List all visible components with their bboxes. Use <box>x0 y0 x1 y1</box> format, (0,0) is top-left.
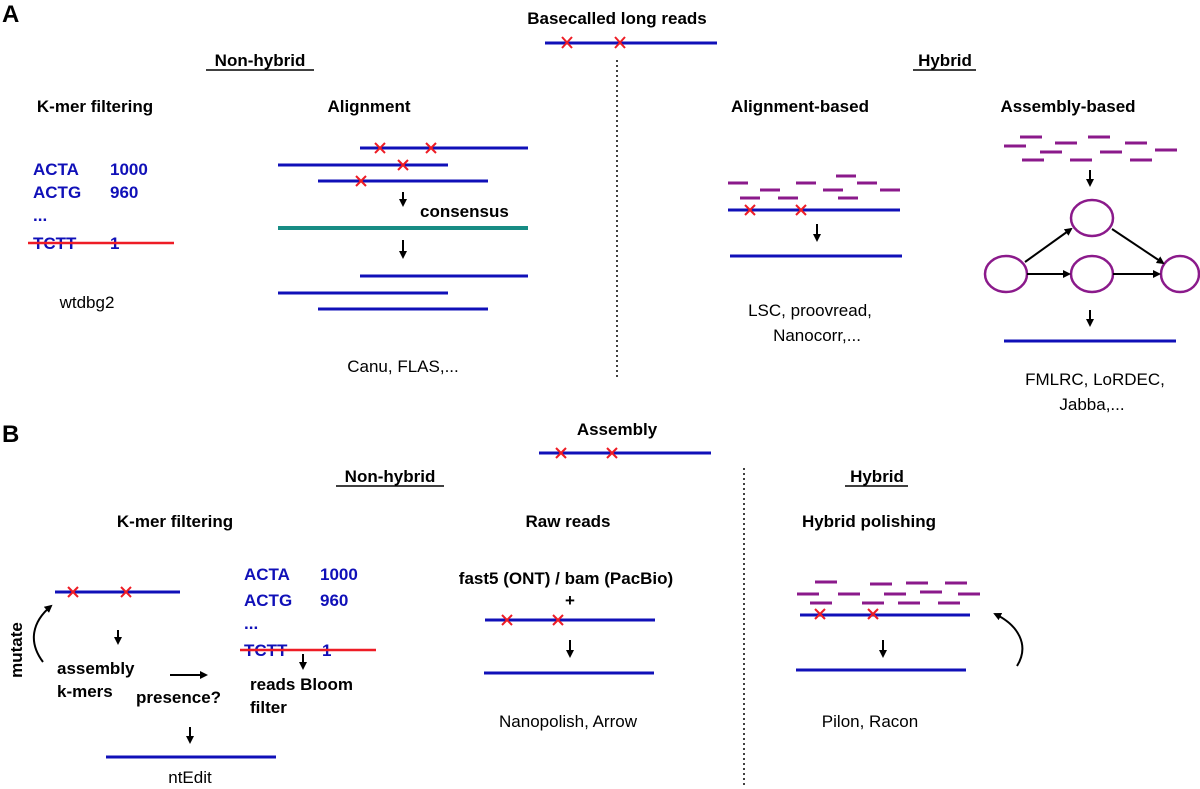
error-mark <box>552 614 564 626</box>
panel-a-alignment-heading: Alignment <box>327 97 410 116</box>
panel-b-kmer-tools: ntEdit <box>168 768 212 787</box>
curved-arrow-icon <box>993 612 1024 667</box>
error-mark <box>744 204 756 216</box>
panel-b-kmer-heading: K-mer filtering <box>117 512 233 531</box>
assembly-kmers-line2: k-mers <box>57 682 113 701</box>
error-mark <box>614 36 626 49</box>
panel-a-assembly-based-tools-line1: FMLRC, LoRDEC, <box>1025 370 1165 389</box>
error-mark <box>555 447 567 459</box>
error-mark <box>374 142 386 154</box>
panel-a-kmer-tools: wtdbg2 <box>59 293 115 312</box>
consensus-label: consensus <box>420 202 509 221</box>
panel-b-raw-reads-tools: Nanopolish, Arrow <box>499 712 638 731</box>
panel-a-non-hybrid-heading: Non-hybrid <box>215 51 306 70</box>
panel-a-input-read <box>545 36 717 49</box>
error-mark <box>67 586 79 598</box>
panel-a-alignment-based-tools-line2: Nanocorr,... <box>773 326 861 345</box>
error-mark <box>425 142 437 154</box>
kmer-count: 1000 <box>320 565 358 584</box>
panel-b-hybrid-polishing-heading: Hybrid polishing <box>802 512 936 531</box>
assembly-read <box>55 586 180 598</box>
plus-label: + <box>565 591 575 610</box>
graph-node <box>1069 254 1115 294</box>
panel-a-assembly-based-tools-line2: Jabba,... <box>1059 395 1124 414</box>
error-mark <box>120 586 132 598</box>
graph-edge <box>1111 228 1165 265</box>
panel-a-kmer-heading: K-mer filtering <box>37 97 153 116</box>
kmer-seq: ACTA <box>244 565 290 584</box>
short-reads <box>1004 135 1177 162</box>
raw-reads-formats: fast5 (ONT) / bam (PacBio) <box>459 569 673 588</box>
presence-label: presence? <box>136 688 221 707</box>
panel-b-raw-reads-heading: Raw reads <box>525 512 610 531</box>
kmer-seq: ACTG <box>244 591 292 610</box>
panel-b-hybrid-heading: Hybrid <box>850 467 904 486</box>
kmer-seq: ACTA <box>33 160 79 179</box>
graph-node <box>983 254 1029 294</box>
panel-b-title: Assembly <box>577 420 658 439</box>
panel-b-non-hybrid-heading: Non-hybrid <box>345 467 436 486</box>
error-mark <box>355 175 367 187</box>
assembly-kmers-line1: assembly <box>57 659 135 678</box>
panel-b-input-assembly <box>539 447 711 459</box>
error-mark <box>501 614 513 626</box>
error-mark <box>795 204 807 216</box>
error-mark <box>867 608 879 620</box>
panel-a-alignment-based-tools-line1: LSC, proovread, <box>748 301 872 320</box>
error-mark <box>606 447 618 459</box>
panel-a-alignment-tools: Canu, FLAS,... <box>347 357 459 376</box>
graph-node <box>1069 198 1115 238</box>
curved-arrow-icon <box>32 604 53 663</box>
mutate-label: mutate <box>7 622 26 678</box>
panel-a-assembly-based-heading: Assembly-based <box>1000 97 1135 116</box>
kmer-seq: ... <box>244 614 258 633</box>
panel-b-hybrid-polishing-tools: Pilon, Racon <box>822 712 918 731</box>
bloom-line1: reads Bloom <box>250 675 353 694</box>
panel-a-alignment-based-heading: Alignment-based <box>731 97 869 116</box>
panel-a-title: Basecalled long reads <box>527 9 707 28</box>
kmer-seq: ACTG <box>33 183 81 202</box>
graph-node <box>1159 254 1200 294</box>
error-mark <box>561 36 573 49</box>
short-reads <box>728 174 900 200</box>
panel-label-a: A <box>2 1 19 28</box>
bloom-line2: filter <box>250 698 287 717</box>
kmer-seq: ... <box>33 206 47 225</box>
error-mark <box>397 159 409 171</box>
short-reads <box>797 580 980 605</box>
kmer-count: 1000 <box>110 160 148 179</box>
assembly-read <box>485 614 655 626</box>
panel-a-hybrid-heading: Hybrid <box>918 51 972 70</box>
corrected-reads <box>278 274 528 311</box>
assembly-graph <box>983 198 1200 294</box>
kmer-count: 960 <box>320 591 348 610</box>
panel-label-b: B <box>2 421 19 448</box>
alignment-reads <box>278 142 528 187</box>
error-mark <box>814 608 826 620</box>
kmer-count: 960 <box>110 183 138 202</box>
graph-edge <box>1024 227 1073 263</box>
